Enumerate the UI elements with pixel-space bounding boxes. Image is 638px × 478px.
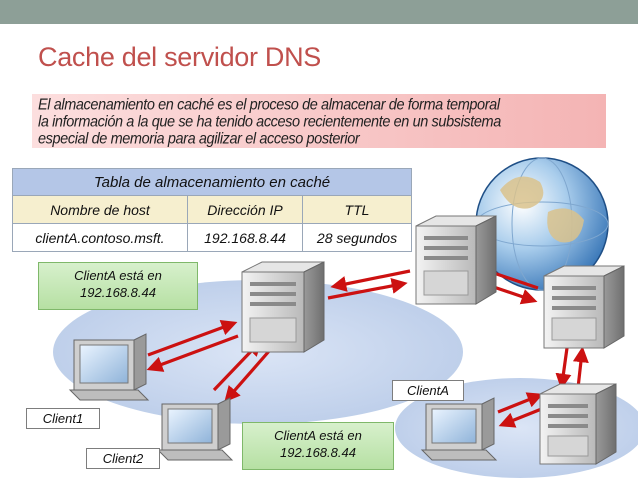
clientA-computer-icon	[420, 397, 498, 461]
slide-title: Cache del servidor DNS	[38, 42, 322, 72]
cache-table-title: Tabla de almacenamiento en caché	[12, 168, 412, 196]
info-box-top: ClientA está en 192.168.8.44	[38, 262, 198, 310]
definition-callout: El almacenamiento en caché es el proceso…	[32, 94, 606, 148]
top-bar	[0, 0, 638, 24]
authoritative-dns-server-icon	[543, 265, 625, 349]
arrow-server-to-clientA	[498, 406, 545, 428]
arrow-remote-to-local	[330, 269, 411, 292]
arrow-clientA-server-to-right	[572, 346, 589, 389]
arrow-client1-to-server	[147, 320, 238, 357]
cell-ttl: 28 segundos	[302, 223, 412, 252]
label-client2: Client2	[86, 448, 160, 469]
client2-computer-icon	[156, 397, 234, 461]
client1-computer-icon	[68, 333, 150, 401]
callout-text: El almacenamiento en caché es el proceso…	[38, 97, 598, 148]
cell-ip: 192.168.8.44	[187, 223, 303, 252]
arrow-server-to-client2	[224, 348, 272, 403]
label-client1: Client1	[26, 408, 100, 429]
callout-line-2: la información a la que se ha tenido acc…	[38, 113, 501, 131]
column-header-ip: Dirección IP	[187, 195, 303, 224]
cell-hostname: clientA.contoso.msft.	[12, 223, 188, 252]
arrow-right-to-clientA-server	[555, 347, 572, 390]
callout-line-1: El almacenamiento en caché es el proceso…	[38, 97, 500, 114]
info-box-bottom: ClientA está en 192.168.8.44	[242, 422, 394, 470]
info-box-bottom-line1: ClientA está en	[274, 428, 362, 443]
internet-globe-icon	[475, 157, 609, 291]
clientA-dns-server-icon	[539, 383, 617, 465]
arrow-server-to-client1	[146, 334, 239, 372]
callout-line-3: especial de memoria para agilizar el acc…	[38, 130, 360, 148]
info-box-top-line2: 192.168.8.44	[80, 285, 156, 300]
column-header-ttl: TTL	[302, 195, 412, 224]
info-box-top-line1: ClientA está en	[74, 268, 162, 283]
cache-table: Tabla de almacenamiento en caché Nombre …	[12, 168, 412, 252]
label-clientA: ClientA	[392, 380, 464, 401]
remote-dns-server-icon	[415, 215, 497, 305]
local-dns-server-icon	[241, 261, 325, 353]
arrow-local-to-remote	[327, 278, 408, 300]
column-header-hostname: Nombre de host	[12, 195, 188, 224]
arrow-clientA-to-server	[497, 392, 544, 414]
info-box-bottom-line2: 192.168.8.44	[280, 445, 356, 460]
